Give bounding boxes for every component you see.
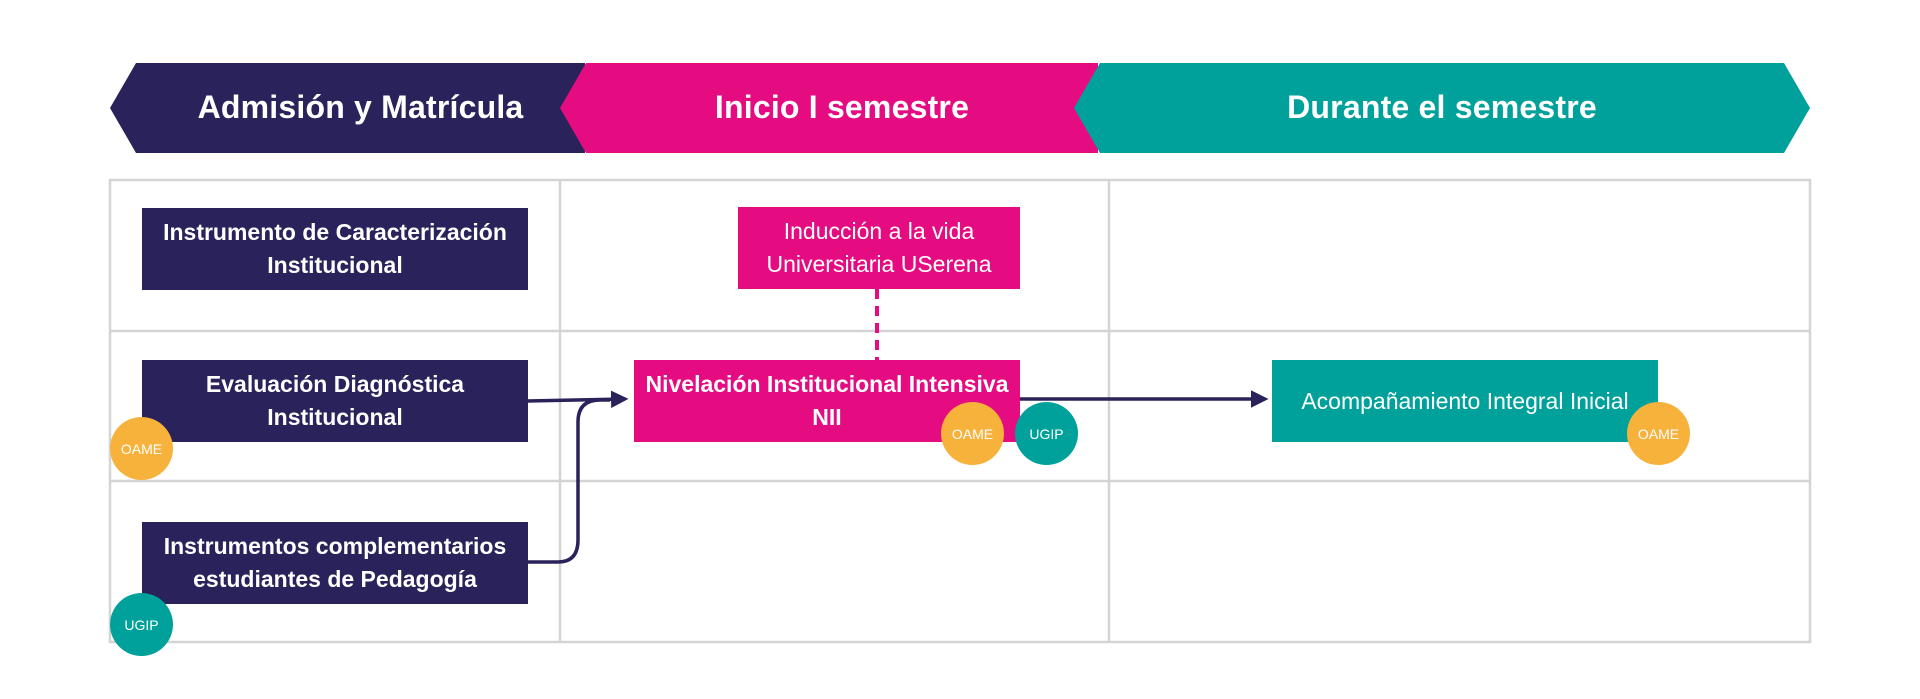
arrow-diagnostica-to-nivelacion (526, 390, 629, 409)
badge-oame-acompanamiento: OAME (1627, 402, 1690, 465)
badge-ugip-nivelacion: UGIP (1015, 402, 1078, 465)
phase-chevron-inicio (560, 63, 1098, 153)
box-instrumento-caracterizacion[interactable]: Instrumento de Caracterización Instituci… (142, 208, 528, 290)
grid-outer-border (108, 178, 1812, 644)
box-instrumentos-complementarios[interactable]: Instrumentos complementarios estudiantes… (142, 522, 528, 604)
badge-ugip-complementarios: UGIP (110, 593, 173, 656)
phase-label-admision: Admisión y Matrícula (197, 88, 524, 125)
phase-chevron-admision (110, 63, 585, 153)
phase-label-inicio: Inicio I semestre (714, 88, 970, 125)
phase-chevron-durante (1074, 63, 1810, 153)
grid-table (108, 178, 1812, 644)
badge-oame-nivelacion: OAME (941, 402, 1004, 465)
connector-complementarios-to-nivelacion (527, 398, 610, 564)
phase-label-durante: Durante el semestre (1287, 88, 1597, 125)
box-induccion-vida-universitaria[interactable]: Inducción a la vida Universitaria USeren… (738, 207, 1020, 289)
badge-oame-diagnostica: OAME (110, 417, 173, 480)
box-acompanamiento-integral[interactable]: Acompañamiento Integral Inicial (1272, 360, 1658, 442)
box-evaluacion-diagnostica[interactable]: Evaluación Diagnóstica Institucional (142, 360, 528, 442)
